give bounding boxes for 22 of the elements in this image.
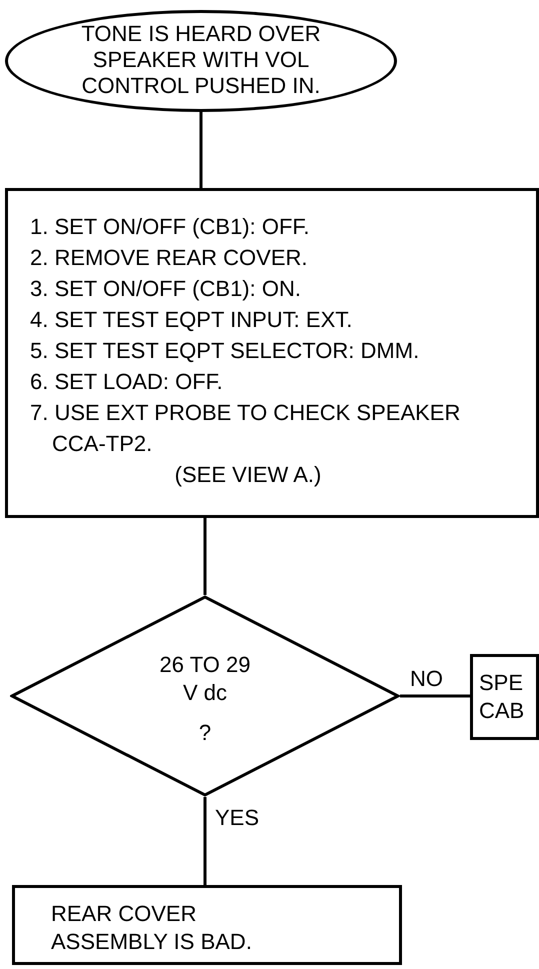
node-text: 4. SET TEST EQPT INPUT: EXT.	[30, 306, 354, 334]
node-text: 5. SET TEST EQPT SELECTOR: DMM.	[30, 337, 420, 365]
node-text: TONE IS HEARD OVER SPEAKER WITH VOL CONTROL PUSHED IN.	[80, 21, 322, 99]
node-text: 3. SET ON/OFF (CB1): ON.	[30, 275, 302, 303]
node-text: (SEE VIEW A.)	[174, 461, 322, 489]
node-text: 26 TO 29 V dc	[158, 651, 252, 707]
connector-line	[204, 518, 206, 595]
node-text: 1. SET ON/OFF (CB1): OFF.	[30, 213, 311, 241]
decision-diamond	[10, 595, 400, 797]
process-box	[5, 188, 539, 518]
node-text: 6. SET LOAD: OFF.	[30, 368, 224, 396]
connector-line	[400, 694, 470, 698]
node-text: REAR COVER ASSEMBLY IS BAD.	[51, 900, 253, 956]
node-text: ?	[198, 719, 212, 747]
process-box	[470, 654, 539, 740]
node-text: 2. REMOVE REAR COVER.	[30, 244, 309, 272]
node-text: 7. USE EXT PROBE TO CHECK SPEAKER CCA-TP2.	[30, 399, 462, 458]
process-box	[12, 885, 402, 965]
terminal-oval	[5, 10, 397, 112]
connector-line	[204, 797, 206, 885]
node-text: SPE CAB	[479, 669, 526, 725]
connector-line	[200, 112, 202, 188]
